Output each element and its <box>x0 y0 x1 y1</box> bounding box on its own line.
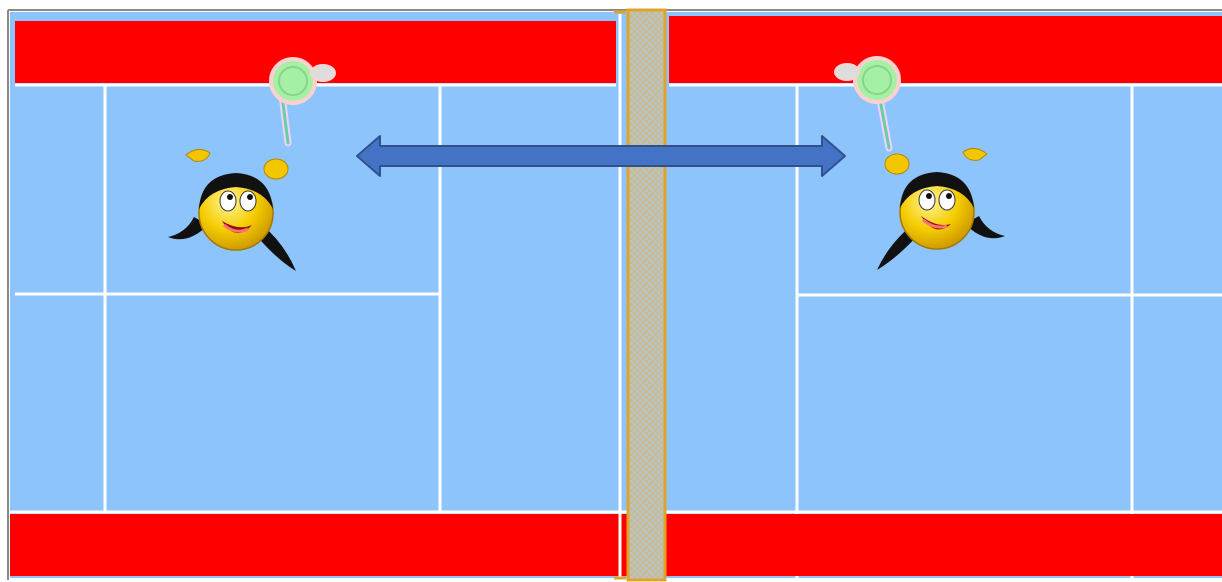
shuttlecock-icon <box>835 64 859 80</box>
shuttlecock-icon <box>311 65 335 81</box>
top-boundary-band-right <box>669 16 1222 83</box>
bottom-boundary-band <box>10 514 1222 576</box>
